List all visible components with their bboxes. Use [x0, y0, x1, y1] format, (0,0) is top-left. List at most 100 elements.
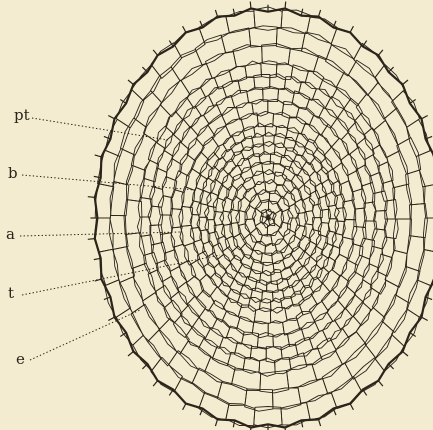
cell	[265, 123, 276, 136]
cell	[301, 123, 319, 144]
cell	[230, 166, 243, 181]
cell	[363, 264, 379, 285]
cell	[287, 117, 306, 133]
hair	[403, 352, 408, 357]
hair	[215, 10, 217, 17]
cell	[260, 270, 272, 285]
cell	[199, 338, 218, 357]
cell	[284, 148, 297, 162]
cell	[323, 321, 342, 342]
cell	[354, 43, 385, 77]
cell	[374, 120, 400, 157]
label-pt: pt	[14, 108, 30, 123]
cell	[356, 165, 372, 186]
cell	[138, 197, 152, 217]
hair	[319, 419, 321, 426]
label-e: e	[16, 352, 25, 367]
cell	[249, 193, 262, 209]
cell	[257, 111, 273, 127]
cell	[105, 280, 131, 318]
cell	[363, 221, 377, 241]
cell	[244, 276, 257, 291]
cell	[348, 244, 363, 266]
hair	[183, 404, 186, 410]
cell	[240, 255, 254, 270]
hair	[95, 155, 102, 157]
cell	[417, 250, 433, 286]
leader-b	[22, 175, 195, 190]
hair	[88, 239, 95, 240]
hair	[183, 26, 186, 32]
cell	[314, 312, 332, 331]
hair	[120, 100, 126, 104]
cell	[290, 260, 303, 275]
cell	[210, 287, 228, 309]
cell	[223, 80, 241, 98]
cell	[247, 88, 263, 104]
cell	[299, 82, 317, 101]
cell	[268, 201, 281, 214]
hair	[285, 2, 286, 9]
hair	[104, 136, 111, 139]
hair	[403, 80, 408, 85]
hair	[153, 381, 158, 386]
cell	[385, 108, 411, 145]
cell	[204, 104, 222, 124]
cell	[305, 71, 324, 90]
cell	[276, 28, 305, 52]
hair	[88, 197, 95, 198]
cell	[313, 55, 344, 87]
hair	[410, 100, 416, 104]
leader-a	[20, 232, 180, 236]
cell	[126, 165, 145, 201]
hair	[153, 50, 158, 55]
hair	[108, 317, 114, 320]
cell	[304, 348, 323, 365]
cell	[165, 135, 181, 157]
cell	[208, 114, 227, 136]
label-a: a	[6, 227, 15, 242]
cell	[296, 212, 308, 226]
hair	[422, 116, 428, 119]
cell	[271, 298, 283, 313]
label-b: b	[8, 166, 18, 181]
hair	[426, 297, 433, 300]
cell	[287, 364, 317, 388]
cell	[223, 298, 242, 317]
hair	[378, 50, 383, 55]
cell	[339, 237, 354, 259]
cell	[298, 378, 328, 403]
hair	[250, 2, 251, 9]
cell	[319, 78, 337, 98]
cell	[349, 60, 378, 95]
cell	[228, 209, 240, 223]
cell	[407, 280, 431, 317]
cell	[387, 151, 409, 188]
cell	[180, 341, 211, 372]
cell	[273, 388, 302, 409]
hair	[422, 317, 428, 320]
cell	[331, 28, 362, 59]
hair	[350, 404, 353, 410]
cell	[113, 247, 134, 283]
cell	[195, 35, 225, 65]
label-t: t	[8, 286, 14, 301]
hair	[215, 419, 217, 426]
hair	[108, 116, 114, 119]
cell	[313, 134, 331, 155]
cell	[211, 179, 224, 196]
cell	[424, 218, 433, 252]
hair	[128, 352, 133, 357]
cell	[341, 133, 357, 155]
cell	[294, 154, 308, 169]
cell	[238, 264, 252, 277]
cell	[243, 177, 256, 192]
cell	[229, 66, 247, 81]
cell	[312, 351, 342, 381]
hair	[319, 10, 321, 17]
cell	[205, 328, 224, 349]
cell	[200, 162, 213, 178]
cell	[317, 338, 336, 360]
